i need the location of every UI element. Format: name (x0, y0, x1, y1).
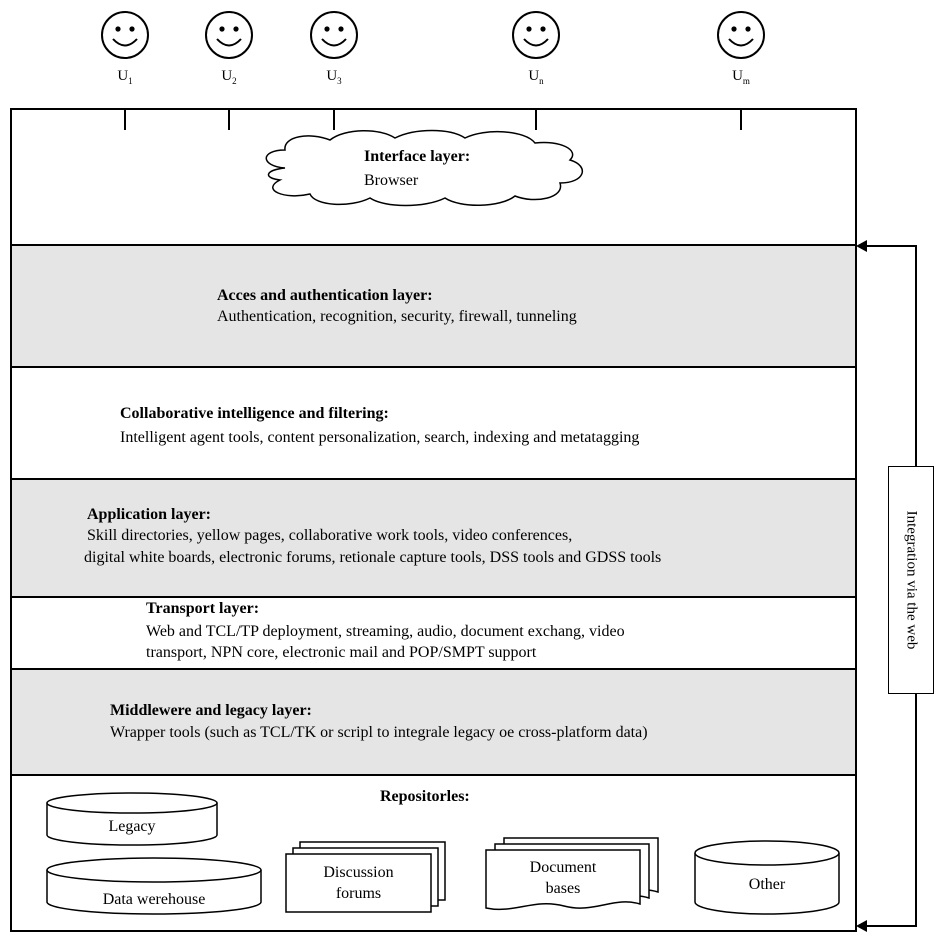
user-smiley-icon (310, 11, 358, 59)
middleware-layer-text: Wrapper tools (such as TCL/TK or scripl … (110, 724, 648, 741)
integration-label-box: Integration via the web (888, 466, 934, 694)
user-smiley-icon (512, 11, 560, 59)
user-connection-line (333, 108, 335, 130)
transport-layer-line1: Web and TCL/TP deployment, streaming, au… (146, 623, 625, 640)
middleware-layer (12, 668, 855, 774)
transport-layer-title: Transport layer: (146, 600, 260, 617)
discussion-forums-line2: forums (335, 885, 382, 902)
application-layer-title: Application layer: (87, 506, 211, 523)
document-bases-line1: Document (529, 859, 597, 876)
other-label: Other (748, 876, 786, 893)
data-warehouse-database-icon (46, 857, 262, 915)
access-layer-title: Acces and authentication layer: (217, 287, 433, 304)
user-connection-line (228, 108, 230, 130)
user-connection-line (740, 108, 742, 130)
application-layer-line1: Skill directories, yellow pages, collabo… (87, 527, 573, 544)
transport-layer-line2: transport, NPN core, electronic mail and… (146, 644, 537, 661)
repositories-layer (12, 774, 855, 928)
legacy-database-icon (46, 792, 218, 846)
other-database-icon (694, 840, 840, 915)
integration-arrow (856, 240, 917, 932)
transport-layer (12, 596, 855, 668)
user-connection-line (124, 108, 126, 130)
middleware-layer-title: Middlewere and legacy layer: (110, 702, 312, 719)
architecture-frame (10, 108, 857, 932)
interface-cloud (265, 129, 583, 207)
collaborative-layer-title: Collaborative intelligence and filtering… (120, 405, 389, 422)
user-label: U3 (326, 68, 342, 86)
discussion-forums-line1: Discussion (323, 864, 394, 881)
document-bases-line2: bases (545, 880, 581, 897)
data-warehouse-label: Data werehouse (102, 891, 206, 908)
user-label: U2 (221, 68, 237, 86)
application-layer (12, 478, 855, 596)
discussion-forums-stack-icon (285, 841, 446, 913)
document-bases-stack-icon (485, 837, 659, 911)
integration-label: Integration via the web (903, 510, 920, 650)
user-label: Un (528, 68, 544, 86)
legacy-label: Legacy (108, 818, 156, 835)
collaborative-layer-text: Intelligent agent tools, content persona… (120, 429, 640, 446)
interface-layer-text: Browser (364, 172, 419, 189)
user-connection-line (535, 108, 537, 130)
access-layer (12, 244, 855, 366)
repositories-title: Repositorles: (380, 788, 470, 805)
user-label: U1 (117, 68, 133, 86)
interface-layer-title: Interface layer: (364, 148, 471, 165)
user-label: Um (732, 68, 750, 86)
user-smiley-icon (717, 11, 765, 59)
user-smiley-icon (205, 11, 253, 59)
access-layer-text: Authentication, recognition, security, f… (217, 308, 577, 325)
user-smiley-icon (101, 11, 149, 59)
collaborative-layer (12, 366, 855, 478)
application-layer-line2: digital white boards, electronic forums,… (84, 549, 662, 566)
